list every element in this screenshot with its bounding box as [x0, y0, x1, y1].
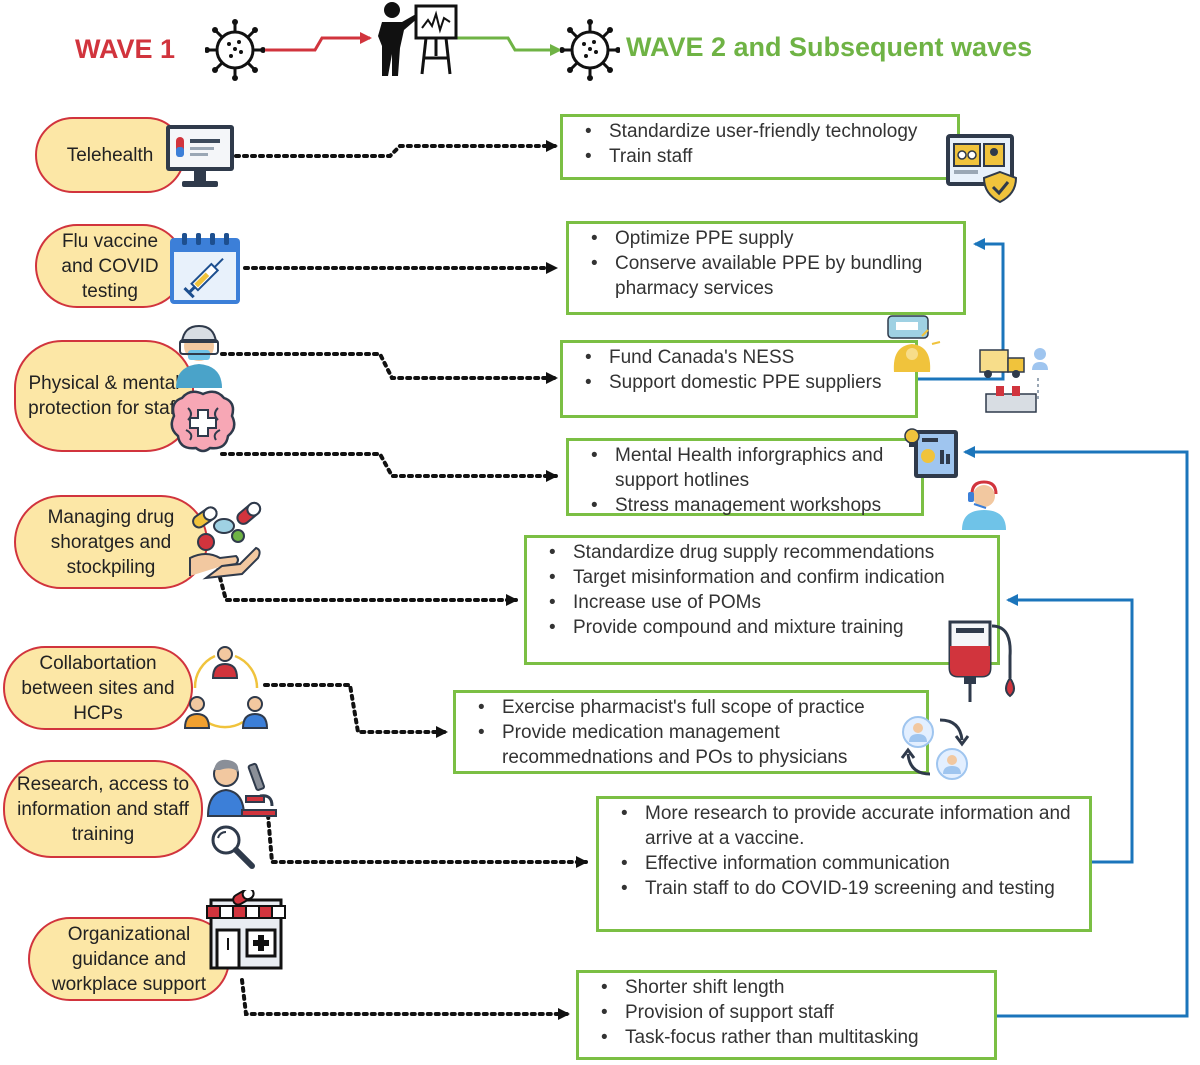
connector-org — [240, 978, 570, 1020]
solution-item: Shorter shift length — [601, 975, 986, 1000]
feedback-arrow-org — [963, 446, 1189, 1018]
solution-item: Provide medication management recommedna… — [478, 720, 918, 770]
solution-box-ppe: Optimize PPE supply Conserve available P… — [566, 221, 966, 315]
solution-box-research: More research to provide accurate inform… — [596, 796, 1092, 932]
virus-icon — [560, 19, 620, 81]
connector-mental — [220, 452, 558, 482]
solution-item: Train staff — [585, 144, 949, 169]
solution-item: Standardize drug supply recommendations — [549, 540, 989, 565]
wave1-label: WAVE 1 — [75, 34, 176, 64]
solution-item: Stress management workshops — [591, 493, 913, 518]
solution-box-drug-supply: Standardize drug supply recommendations … — [524, 535, 1000, 665]
delivery-truck-icon — [979, 348, 1048, 413]
wave2-label: WAVE 2 and Subsequent waves — [626, 32, 1033, 62]
solution-box-collaboration: Exercise pharmacist's full scope of prac… — [453, 690, 929, 774]
solution-item: Provide compound and mixture training — [549, 615, 989, 640]
connector-protection — [220, 352, 558, 384]
solution-item: More research to provide accurate inform… — [621, 801, 1081, 851]
solution-item: Effective information communication — [621, 851, 1081, 876]
solution-item: Optimize PPE supply — [591, 226, 955, 251]
solution-item: Exercise pharmacist's full scope of prac… — [478, 695, 918, 720]
challenge-staff-protection: Physical & mental protection for staff — [14, 340, 194, 452]
magnifier-icon — [211, 825, 255, 869]
pharmacy-store-icon — [206, 890, 286, 970]
solution-box-mental-health: Mental Health inforgraphics and support … — [566, 438, 924, 518]
connector-telehealth — [234, 140, 558, 158]
health-worker-icon — [176, 324, 222, 388]
solution-box-ness: Fund Canada's NESS Support domestic PPE … — [560, 340, 918, 418]
feedback-arrow-ppe — [918, 238, 1005, 381]
challenge-telehealth: Telehealth — [35, 117, 185, 193]
wave2-arrow — [455, 36, 562, 56]
solution-item: Target misinformation and confirm indica… — [549, 565, 989, 590]
solution-item: Train staff to do COVID-19 screening and… — [621, 876, 1081, 901]
challenge-research: Research, access to information and staf… — [3, 760, 203, 858]
secure-tablet-icon — [946, 134, 1018, 204]
solution-item: Increase use of POMs — [549, 590, 989, 615]
solution-item: Provision of support staff — [601, 1000, 986, 1025]
people-cycle-icon — [183, 646, 269, 729]
connector-research — [266, 813, 588, 868]
solution-box-telehealth: Standardize user-friendly technology Tra… — [560, 114, 960, 180]
support-agent-icon — [962, 480, 1006, 530]
solution-item: Task-focus rather than multitasking — [601, 1025, 986, 1050]
calendar-syringe-icon — [170, 233, 240, 304]
solution-item: Mental Health inforgraphics and support … — [591, 443, 913, 493]
solution-item: Conserve available PPE by bundling pharm… — [591, 251, 955, 301]
connector-collab — [263, 683, 448, 738]
presenter-icon — [378, 2, 458, 76]
exchange-users-icon — [900, 716, 970, 780]
solution-item: Fund Canada's NESS — [585, 345, 907, 370]
pills-hand-icon — [189, 501, 262, 580]
wave1-arrow — [262, 32, 372, 52]
challenge-flu-vaccine: Flu vaccine and COVID testing — [35, 224, 185, 308]
iv-bag-icon — [948, 620, 1015, 702]
challenge-org-support: Organizational guidance and workplace su… — [28, 917, 230, 1001]
solution-item: Support domestic PPE suppliers — [585, 370, 907, 395]
feedback-arrow-research — [1006, 594, 1134, 864]
challenge-collaboration: Collabortation between sites and HCPs — [3, 646, 193, 730]
solution-item: Standardize user-friendly technology — [585, 119, 949, 144]
challenge-drug-shortages: Managing drug shoratges and stockpiling — [14, 495, 208, 589]
infographic-icon — [904, 428, 958, 478]
virus-icon — [205, 19, 265, 81]
connector-drugs — [216, 568, 518, 606]
brain-icon — [170, 390, 236, 453]
solution-box-workplace: Shorter shift length Provision of suppor… — [576, 970, 997, 1060]
researcher-microscope-icon — [206, 759, 277, 817]
monitor-icon — [166, 125, 234, 187]
supplies-icon — [887, 315, 941, 372]
